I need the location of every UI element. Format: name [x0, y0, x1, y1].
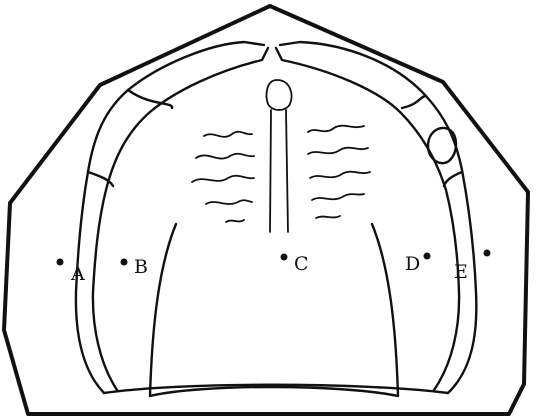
arch-left-outer [76, 42, 264, 393]
arch-left-segment [128, 90, 172, 108]
ruga-right [310, 172, 370, 178]
point-d-dot [424, 253, 431, 260]
ruga-right [316, 216, 340, 218]
ruga-left [206, 200, 252, 204]
point-e-dot [484, 250, 491, 257]
point-c-dot [281, 254, 288, 261]
point-c-label: C [294, 253, 309, 275]
arch-right-inner [276, 48, 459, 390]
ruga-right [312, 194, 364, 200]
median-raphe-right [286, 110, 288, 232]
point-b-dot [121, 259, 128, 266]
median-raphe-left [270, 110, 271, 232]
point-a-dot [57, 259, 64, 266]
point-a-label: A [70, 263, 85, 285]
point-e-label: E [454, 261, 468, 283]
ruga-left [192, 176, 254, 182]
ruga-left [204, 132, 252, 137]
ruga-right [308, 148, 368, 154]
molar-bump [428, 128, 456, 163]
point-b-label: B [134, 256, 148, 278]
ruga-left [226, 220, 244, 222]
ruga-left [196, 154, 254, 159]
ruga-right [308, 126, 364, 132]
arch-right-segment [444, 172, 462, 186]
point-d-label: D [405, 253, 420, 275]
palate-border [150, 224, 398, 396]
arch-right-segment [402, 96, 426, 108]
incisive-papilla [267, 80, 292, 110]
